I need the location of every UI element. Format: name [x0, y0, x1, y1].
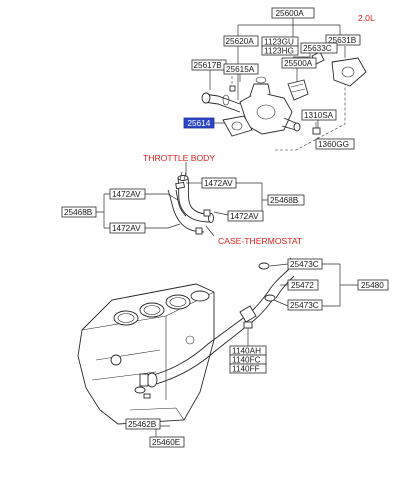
part-25615A: 25615A	[226, 65, 255, 74]
engine-block-drawing	[77, 283, 215, 425]
part-25472: 25472	[291, 281, 314, 290]
bypass-hose-drawing	[167, 171, 214, 235]
middle-part-boxes: THROTTLE BODY 1472AV 1472AV 25468B 25468…	[61, 153, 305, 246]
part-25631B: 25631B	[328, 36, 357, 45]
part-25617B: 25617B	[194, 61, 223, 70]
part-1123HG: 1123HG	[264, 47, 294, 56]
part-1140FF: 1140FF	[232, 365, 260, 374]
part-1472AV-d: 1472AV	[112, 224, 141, 233]
middle-leader-lines	[96, 162, 268, 237]
top-part-boxes: 25600A 2.0L 25620A 1123GU 1123HG 25631B …	[183, 7, 375, 150]
part-25614: 25614	[188, 119, 211, 128]
part-25468B-left: 25468B	[64, 208, 93, 217]
part-1140AH: 1140AH	[232, 347, 261, 356]
part-25633C: 25633C	[303, 44, 332, 53]
part-1472AV-c: 1472AV	[230, 212, 259, 221]
part-1472AV-a: 1472AV	[112, 190, 141, 199]
part-25473C-b: 25473C	[290, 301, 319, 310]
lower-part-boxes: 25473C 25472 25480 25473C 1140AH 1140FC …	[125, 258, 389, 448]
part-25480: 25480	[361, 281, 384, 290]
part-1140FC: 1140FC	[232, 356, 261, 365]
throttle-body-label: THROTTLE BODY	[143, 153, 215, 163]
water-pipe-drawing	[134, 257, 295, 399]
part-25620A: 25620A	[226, 37, 255, 46]
part-25462B: 25462B	[128, 420, 157, 429]
part-25600A: 25600A	[276, 9, 305, 18]
part-25468B-right: 25468B	[270, 196, 299, 205]
part-1123GU: 1123GU	[264, 38, 294, 47]
part-1472AV-b: 1472AV	[204, 179, 233, 188]
part-25460E: 25460E	[152, 438, 181, 447]
part-1360GG: 1360GG	[318, 140, 349, 149]
case-thermostat-label: CASE-THERMOSTAT	[218, 236, 303, 246]
part-1310SA: 1310SA	[304, 111, 334, 120]
part-25500A: 25500A	[284, 59, 313, 68]
part-25473C-a: 25473C	[290, 260, 319, 269]
engine-size-label: 2.0L	[358, 13, 375, 23]
